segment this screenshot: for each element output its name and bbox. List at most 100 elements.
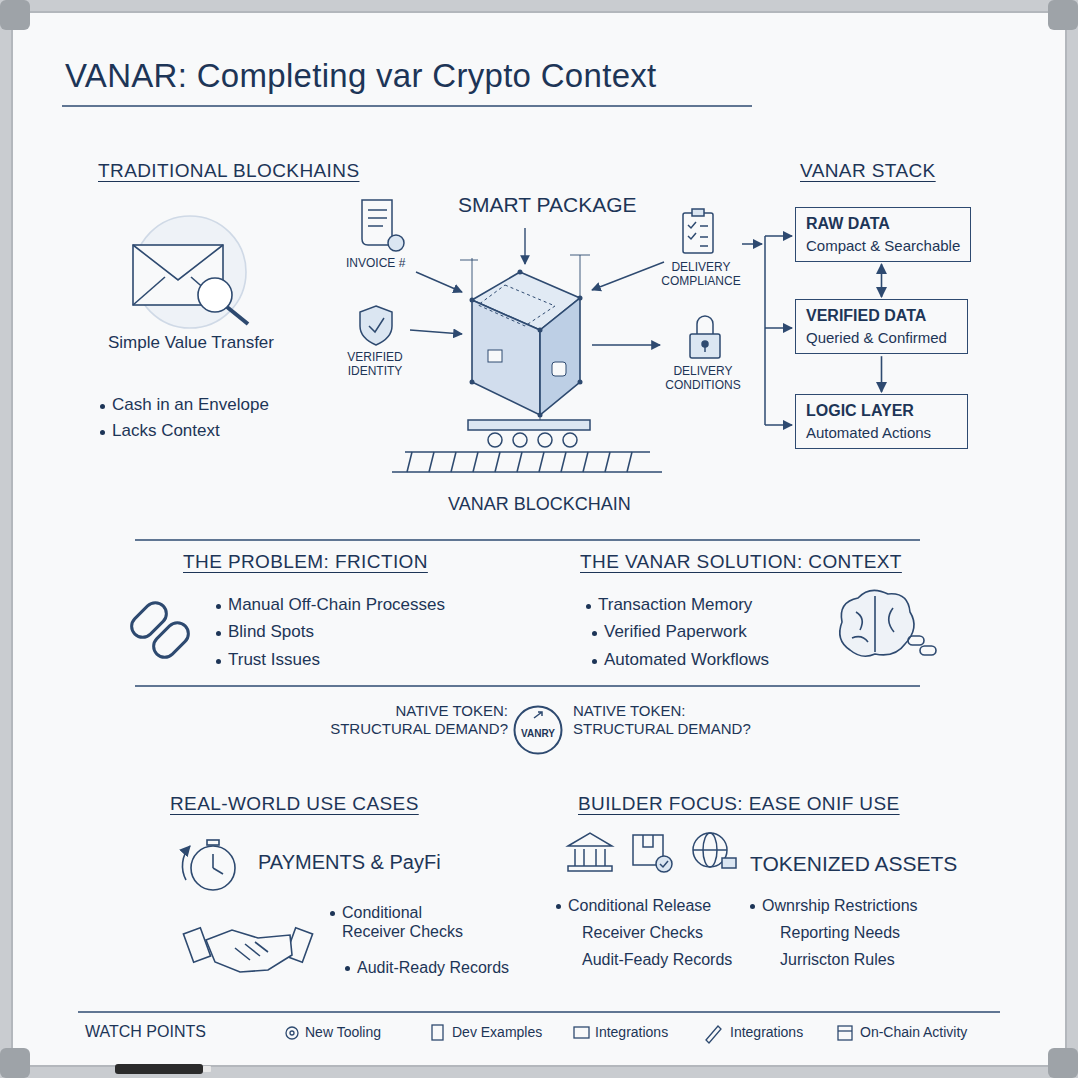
section-heading: THE VANAR SOLUTION: CONTEXT	[580, 551, 902, 574]
token-circle: VANRY	[513, 705, 563, 755]
conveyor	[392, 420, 662, 472]
label-holder: Receiver Checks	[582, 923, 703, 942]
label-holder: Conditional Release	[568, 896, 711, 915]
label-holder: Dev Examples	[452, 1024, 542, 1041]
rule-lines	[78, 1011, 1000, 1013]
label-holder: On-Chain Activity	[860, 1024, 967, 1041]
bullet-item: Cash in an Envelope	[112, 395, 269, 415]
conveyor	[468, 420, 590, 430]
lock-icon	[697, 316, 713, 334]
watch-item: On-Chain Activity	[860, 1024, 967, 1041]
watch-item: Integrations	[730, 1024, 803, 1041]
stack-box: VERIFIED DATAQueried & Confirmed	[795, 299, 968, 354]
watch-item: New Tooling	[305, 1024, 381, 1041]
stack-bracket	[764, 236, 766, 425]
envelope-icon	[227, 307, 248, 324]
conveyor	[583, 452, 588, 472]
bank-icon	[604, 849, 606, 866]
clipboard-icon	[692, 209, 704, 216]
label-holder: VERIFIED IDENTITY	[340, 350, 410, 379]
shield-icon	[360, 306, 392, 345]
bullet-dot	[330, 911, 335, 916]
bank-icon	[574, 849, 576, 866]
label-holder: VANAR BLOCKCHAIN	[448, 494, 631, 516]
clipboard-icon	[683, 209, 713, 253]
section-heading: THE PROBLEM: FRICTION	[183, 551, 428, 574]
box-body: Compact & Searchable	[806, 237, 960, 255]
bullet-item: Verified Paperwork	[604, 622, 747, 642]
section-heading: TRADITIONAL BLOCKHAINS	[98, 160, 359, 183]
watch-point-icons	[286, 1025, 852, 1043]
conveyor	[563, 433, 577, 447]
label-holder: SMART PACKAGE	[458, 192, 637, 217]
leader-arrows	[592, 344, 660, 345]
box-heading: RAW DATA	[806, 214, 960, 233]
smart-package-cube	[470, 270, 583, 418]
conveyor	[392, 471, 662, 473]
invoice-scroll-icon	[362, 200, 404, 251]
conveyor	[488, 433, 502, 447]
label-holder: Integrations	[730, 1024, 803, 1041]
label-holder: TRADITIONAL BLOCKHAINS	[98, 160, 359, 183]
smart-package-cube	[518, 270, 523, 275]
bullet-dot	[100, 404, 105, 409]
smart-package-cube	[580, 255, 581, 298]
label-holder: PAYMENTS & PayFi	[258, 850, 441, 874]
smart-package-cube	[552, 362, 566, 376]
box-heading: VERIFIED DATA	[806, 306, 957, 325]
label-holder: Conditional Receiver Checks	[342, 903, 472, 941]
handshake-icon	[235, 942, 268, 960]
box-check-icon	[656, 856, 672, 872]
chain-icon	[127, 598, 171, 642]
watch-point-icons	[706, 1026, 721, 1043]
token-name: VANRY	[521, 728, 555, 740]
watch-item: Integrations	[595, 1024, 668, 1041]
invoice-scroll-icon	[388, 235, 404, 251]
marker-pen	[115, 1064, 211, 1074]
label-holder: THE PROBLEM: FRICTION	[183, 551, 428, 574]
brain-icon	[840, 590, 936, 656]
board-frame	[1048, 1048, 1078, 1078]
label-holder: NATIVE TOKEN: STRUCTURAL DEMAND?	[318, 702, 508, 738]
rule-lines	[62, 106, 1000, 1012]
smart-package-cube	[470, 380, 475, 385]
smart-package-cube	[472, 258, 473, 300]
bullet-dot	[556, 904, 561, 909]
watch-point-icons	[574, 1027, 589, 1038]
smart-package-cube	[538, 413, 543, 418]
bullet-dot	[750, 904, 755, 909]
watch-item: Dev Examples	[452, 1024, 542, 1041]
bullet-item: Trust Issues	[228, 650, 320, 670]
bullet-dot	[592, 631, 597, 636]
envelope-icon	[133, 216, 248, 328]
handshake-icon	[183, 928, 312, 972]
conveyor	[538, 433, 552, 447]
label-holder: THE VANAR SOLUTION: CONTEXT	[580, 551, 902, 574]
bank-icon	[595, 849, 597, 866]
box-check-icon	[660, 861, 668, 867]
conveyor	[627, 452, 632, 472]
box-check-icon	[643, 835, 653, 847]
icon-label: INVOICE #	[346, 256, 405, 270]
bank-icon	[568, 833, 612, 871]
envelope-icon	[133, 245, 223, 280]
smart-package-cube	[578, 380, 583, 385]
list-item: Receiver Checks	[582, 923, 703, 942]
label-holder: DELIVERY CONDITIONS	[662, 364, 744, 393]
label-holder: REAL-WORLD USE CASES	[170, 793, 419, 816]
section-heading: VANAR STACK	[800, 160, 936, 183]
connector-arrow	[881, 356, 883, 392]
list-item: Audit-Feady Records	[582, 950, 732, 969]
conveyor	[605, 452, 610, 472]
bullet-item: Blind Spots	[228, 622, 314, 642]
bullet-item: Audit-Ready Records	[357, 958, 509, 977]
label-holder: Verified Paperwork	[604, 622, 747, 642]
box-body: Automated Actions	[806, 424, 957, 442]
rule-lines	[135, 685, 920, 687]
label-holder: DELIVERY COMPLIANCE	[660, 260, 742, 289]
box-heading: LOGIC LAYER	[806, 401, 957, 420]
list-item: Jurriscton Rules	[780, 950, 895, 969]
conveyor	[517, 452, 522, 472]
marker-pen	[115, 1064, 203, 1074]
